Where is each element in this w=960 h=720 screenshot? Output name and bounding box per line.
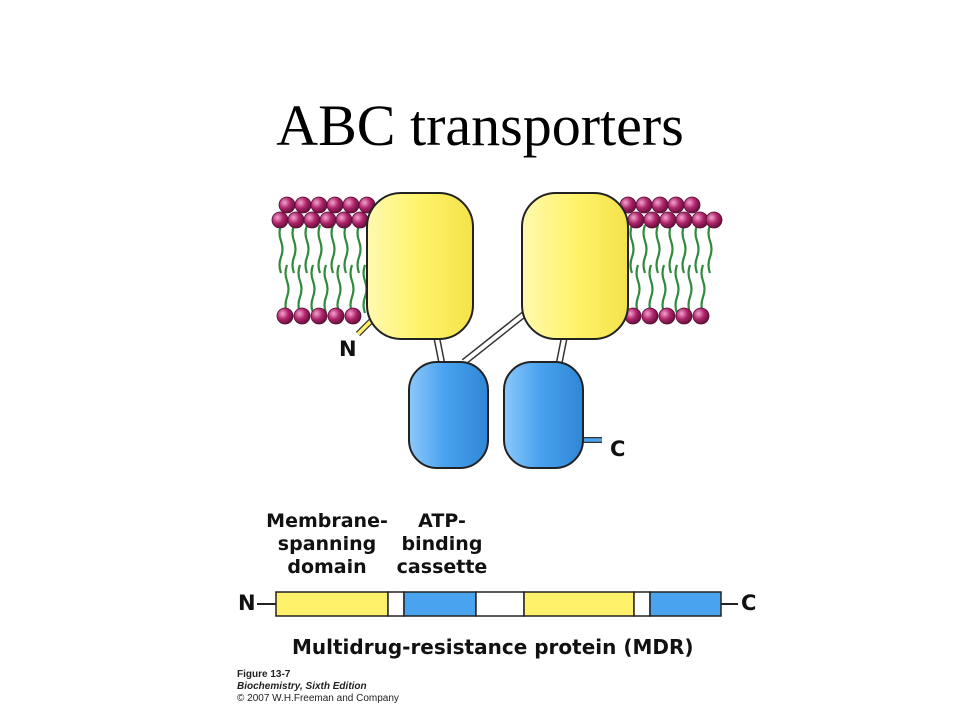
bar-linker-1	[387, 591, 405, 617]
figure-number: Figure 13-7	[237, 669, 291, 680]
bar-membrane-domain-2	[523, 591, 635, 617]
lipid-tails-right	[629, 223, 713, 315]
membrane-domain-left	[366, 192, 474, 340]
bar-n-terminus-label: N	[238, 591, 256, 615]
membrane-domain-label: Membrane- spanning domain	[266, 510, 388, 578]
diagram-c-terminus-label: C	[610, 437, 626, 461]
bar-c-terminus-label: C	[741, 591, 757, 615]
bar-atp-domain-1	[403, 591, 477, 617]
atp-binding-domain-left	[408, 361, 489, 469]
bar-atp-domain-2	[649, 591, 722, 617]
diagram-n-terminus-label: N	[339, 337, 357, 361]
figure-credit: Figure 13-7 Biochemistry, Sixth Edition …	[237, 669, 399, 705]
lipid-tails-left	[278, 223, 368, 315]
bar-linker-2	[475, 591, 525, 617]
domain-bar	[257, 591, 738, 617]
bar-linker-3	[633, 591, 651, 617]
atp-binding-label: ATP- binding cassette	[396, 510, 488, 578]
copyright: © 2007 W.H.Freeman and Company	[237, 693, 399, 704]
membrane-domain-right	[521, 192, 629, 340]
atp-binding-domain-right	[503, 361, 584, 469]
book-title: Biochemistry, Sixth Edition	[237, 681, 367, 692]
slide-title: ABC transporters	[276, 93, 684, 158]
lipid-heads-top	[271, 196, 723, 229]
lipid-heads-bottom	[276, 307, 710, 325]
bar-membrane-domain-1	[275, 591, 389, 617]
mdr-caption: Multidrug-resistance protein (MDR)	[292, 635, 694, 659]
